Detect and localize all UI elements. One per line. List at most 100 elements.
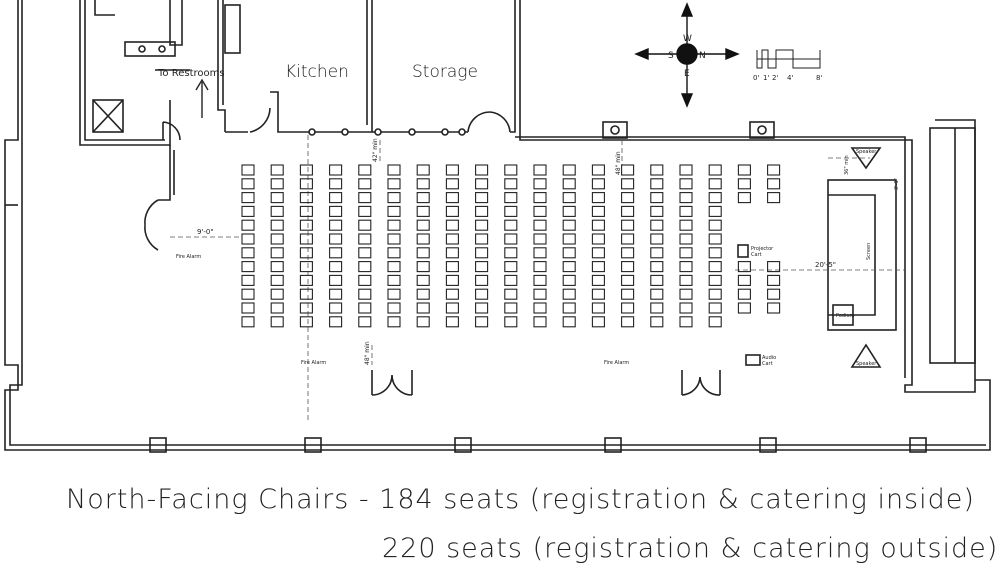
chair xyxy=(358,302,372,314)
chair xyxy=(533,247,547,259)
scale-tick-4: 4' xyxy=(787,74,793,82)
fire-alarm-left: Fire Alarm xyxy=(176,254,201,260)
dim-aisle-top-left: 42" min xyxy=(372,138,379,162)
hall-wall xyxy=(158,145,171,201)
chair xyxy=(533,178,547,190)
chair xyxy=(299,192,313,204)
chair xyxy=(562,261,576,273)
chair xyxy=(679,164,693,176)
chair xyxy=(767,288,781,300)
fire-alarm-right: Fire Alarm xyxy=(604,360,629,366)
chair xyxy=(241,302,255,314)
speaker-top-shape xyxy=(850,147,882,170)
restrooms-label: To Restrooms xyxy=(157,68,225,79)
projector-cart-box xyxy=(737,244,749,258)
chair xyxy=(533,274,547,286)
chair xyxy=(387,164,401,176)
chair xyxy=(387,192,401,204)
chair xyxy=(241,261,255,273)
chair xyxy=(270,205,284,217)
chair xyxy=(533,288,547,300)
scale-tick-0: 0' xyxy=(753,74,759,82)
chair xyxy=(445,274,459,286)
chair xyxy=(679,233,693,245)
chair xyxy=(562,205,576,217)
speaker-top-label: Speaker xyxy=(856,149,877,155)
chair xyxy=(562,302,576,314)
chair xyxy=(533,302,547,314)
chair xyxy=(650,164,664,176)
chair xyxy=(416,233,430,245)
chair xyxy=(708,192,722,204)
chair xyxy=(299,247,313,259)
chair xyxy=(358,233,372,245)
scale-tick-1: 1' xyxy=(763,74,769,82)
chair xyxy=(445,233,459,245)
arrow-up-icon xyxy=(195,78,209,118)
kitchen-wall xyxy=(217,0,226,132)
caption-line-2: 220 seats (registration & catering outsi… xyxy=(382,533,999,564)
chair xyxy=(504,261,518,273)
chair xyxy=(708,205,722,217)
chair xyxy=(708,247,722,259)
cart-label: Cart xyxy=(751,252,762,258)
chair xyxy=(445,205,459,217)
chair xyxy=(650,274,664,286)
chair xyxy=(475,247,489,259)
chair xyxy=(679,316,693,328)
scale-tick-8: 8' xyxy=(816,74,822,82)
chair xyxy=(445,316,459,328)
dim-door-width: 9'-0" xyxy=(197,228,214,236)
chair xyxy=(299,219,313,231)
podium-label: Podium xyxy=(836,313,855,319)
chair xyxy=(621,247,635,259)
chair xyxy=(358,316,372,328)
chair xyxy=(679,192,693,204)
fire-alarm-mid: Fire Alarm xyxy=(301,360,326,366)
chair xyxy=(358,288,372,300)
outer-wall-left-inner xyxy=(9,0,986,446)
chair xyxy=(504,274,518,286)
chair xyxy=(475,192,489,204)
chair xyxy=(358,205,372,217)
chair xyxy=(299,302,313,314)
audio-cart-box xyxy=(745,354,761,366)
chair xyxy=(621,274,635,286)
staircase xyxy=(929,127,976,364)
chair xyxy=(475,178,489,190)
chair xyxy=(767,261,781,273)
chair xyxy=(475,288,489,300)
chair xyxy=(241,316,255,328)
chair xyxy=(533,219,547,231)
chair xyxy=(650,261,664,273)
chair xyxy=(387,205,401,217)
chair xyxy=(416,205,430,217)
chair xyxy=(650,247,664,259)
chair xyxy=(387,261,401,273)
outer-wall-left xyxy=(4,0,991,451)
chair xyxy=(679,274,693,286)
chair xyxy=(241,178,255,190)
chair xyxy=(591,178,605,190)
chair xyxy=(475,219,489,231)
chair xyxy=(591,233,605,245)
chair xyxy=(445,178,459,190)
chair xyxy=(562,219,576,231)
chair xyxy=(737,261,751,273)
chair xyxy=(767,302,781,314)
chair xyxy=(679,205,693,217)
chair xyxy=(767,178,781,190)
chair xyxy=(679,261,693,273)
chair xyxy=(416,274,430,286)
chair xyxy=(387,219,401,231)
chair xyxy=(708,233,722,245)
chair xyxy=(679,247,693,259)
chair xyxy=(241,274,255,286)
chair xyxy=(679,178,693,190)
chair xyxy=(504,302,518,314)
chair xyxy=(416,192,430,204)
chair xyxy=(270,261,284,273)
chair xyxy=(708,274,722,286)
chair xyxy=(504,178,518,190)
